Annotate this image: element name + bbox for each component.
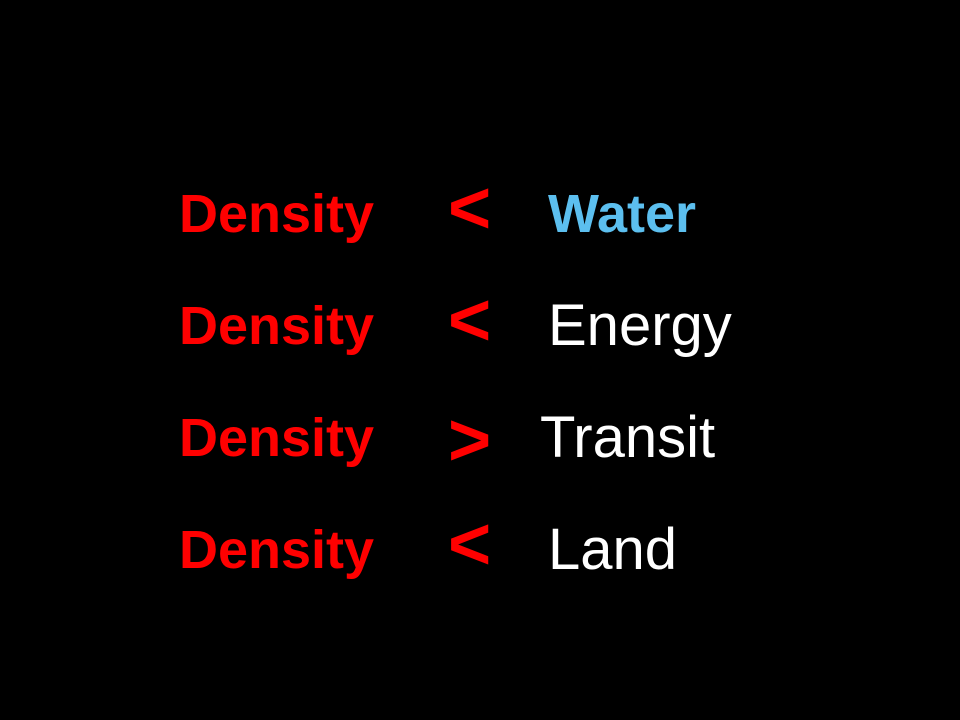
land-label: Land [548, 517, 678, 582]
comparison-row-transit: Density > Transit [0, 398, 960, 481]
density-label: Density [179, 296, 375, 356]
greater-than-symbol: > [448, 398, 492, 481]
energy-label: Energy [548, 293, 732, 358]
density-label: Density [179, 184, 375, 244]
density-label: Density [179, 408, 375, 468]
less-than-symbol: < [448, 166, 492, 249]
comparison-row-energy: Density < Energy [0, 280, 960, 366]
water-label: Water [548, 184, 697, 244]
less-than-symbol: < [448, 278, 492, 361]
density-label: Density [179, 520, 375, 580]
comparison-row-water: Density < Water [0, 168, 960, 254]
transit-label: Transit [540, 405, 716, 470]
less-than-symbol: < [448, 502, 492, 585]
comparison-row-land: Density < Land [0, 504, 960, 590]
